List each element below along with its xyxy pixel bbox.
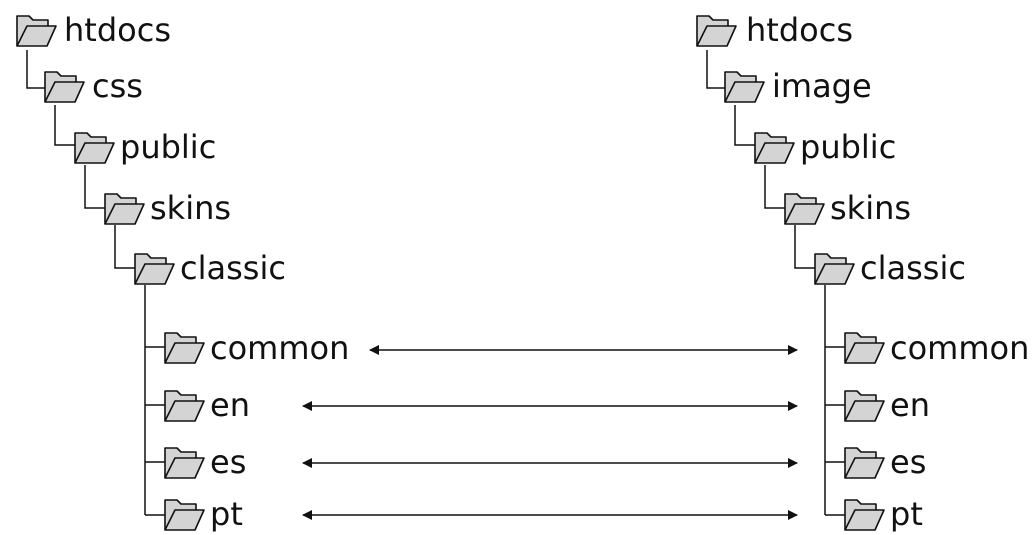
folder-label-htdocs: htdocs <box>746 11 853 49</box>
left-tree-connectors <box>26 50 166 516</box>
folder-icon <box>844 390 885 422</box>
folder-label-common: common <box>890 329 1030 367</box>
folder-label-classic: classic <box>860 249 966 287</box>
folder-icon <box>164 390 205 422</box>
right-tree-connectors <box>706 50 846 516</box>
folder-label-image: image <box>772 67 872 105</box>
folder-label-en: en <box>890 386 930 424</box>
folder-label-public: public <box>800 128 897 166</box>
folder-label-classic: classic <box>180 249 286 287</box>
folder-icon <box>16 15 57 47</box>
folder-label-common: common <box>210 329 350 367</box>
folder-icon <box>74 132 115 164</box>
folder-label-pt: pt <box>210 495 243 533</box>
folder-label-es: es <box>210 443 247 481</box>
folder-icon <box>104 193 145 225</box>
folder-icon <box>844 332 885 364</box>
folder-label-skins: skins <box>830 189 912 227</box>
folder-label-css: css <box>92 67 143 105</box>
folder-icon <box>134 253 175 285</box>
folder-label-es: es <box>890 443 927 481</box>
folder-icon <box>696 15 737 47</box>
folder-icon <box>754 132 795 164</box>
folder-label-skins: skins <box>150 189 232 227</box>
folder-icon <box>164 447 205 479</box>
folder-icon <box>844 447 885 479</box>
folder-icon <box>44 71 85 103</box>
folder-icon <box>724 71 765 103</box>
folder-label-en: en <box>210 386 250 424</box>
folder-icon <box>784 193 825 225</box>
folder-icon <box>844 499 885 531</box>
folder-icon <box>814 253 855 285</box>
folder-label-htdocs: htdocs <box>64 11 171 49</box>
folder-label-public: public <box>120 128 217 166</box>
folder-icon <box>164 499 205 531</box>
folder-label-pt: pt <box>890 495 923 533</box>
folder-icon <box>164 332 205 364</box>
